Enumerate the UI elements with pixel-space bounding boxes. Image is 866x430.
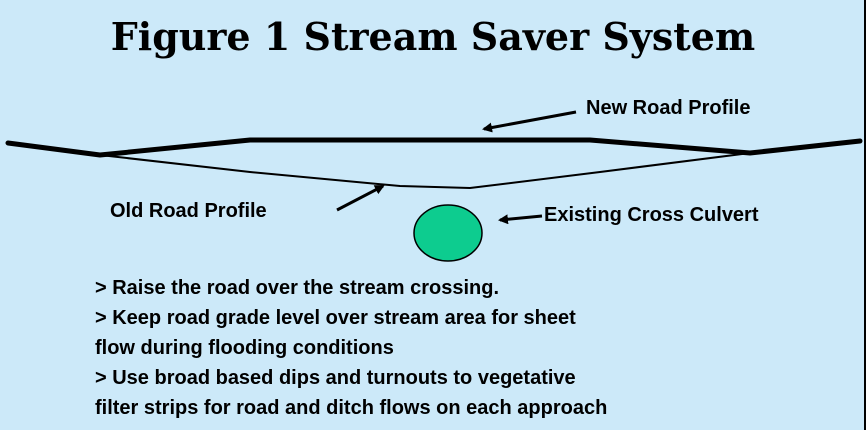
culvert-circle [413,204,483,262]
new-road-profile-line [5,137,863,158]
existing-cross-culvert-label: Existing Cross Culvert [544,204,759,226]
figure-title: Figure 1 Stream Saver System [110,14,756,59]
new-road-arrow [482,110,577,133]
old-road-profile-line [99,152,751,189]
note-line: > Raise the road over the stream crossin… [95,277,500,299]
new-road-profile-label: New Road Profile [586,97,751,119]
culvert-arrow [498,214,543,225]
note-line: > Use broad based dips and turnouts to v… [95,367,576,389]
notes-list: > Raise the road over the stream crossin… [95,273,607,423]
note-line: > Keep road grade level over stream area… [95,307,576,329]
old-road-arrow [336,184,385,212]
note-line: flow during flooding conditions [95,337,394,359]
old-road-profile-label: Old Road Profile [110,200,267,222]
note-line: filter strips for road and ditch flows o… [95,397,608,419]
